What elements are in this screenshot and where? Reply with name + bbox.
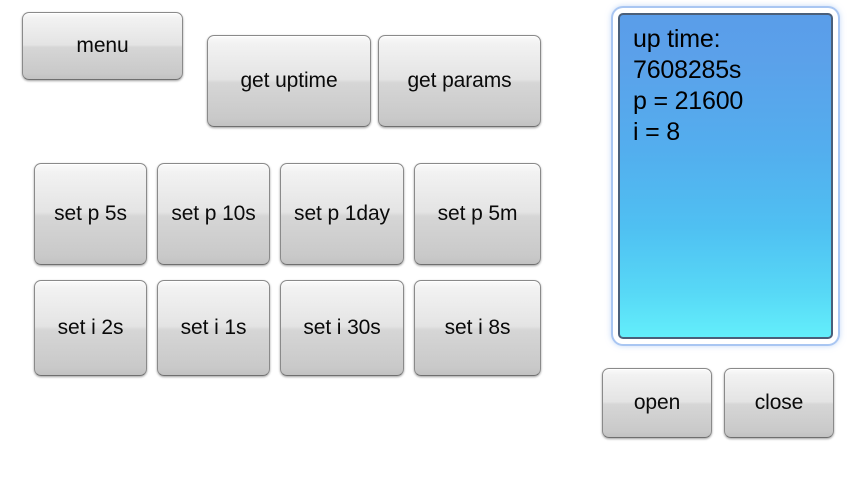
set-i-1s-button[interactable]: set i 1s [157, 280, 270, 376]
set-p-5m-button-label: set p 5m [437, 202, 518, 226]
set-i-8s-button[interactable]: set i 8s [414, 280, 541, 376]
set-i-2s-button[interactable]: set i 2s [34, 280, 147, 376]
get-params-button[interactable]: get params [378, 35, 541, 127]
close-button[interactable]: close [724, 368, 834, 438]
set-i-30s-button-label: set i 30s [303, 316, 381, 340]
set-p-5s-button-label: set p 5s [54, 202, 127, 226]
set-i-8s-button-label: set i 8s [444, 316, 511, 340]
set-p-5s-button[interactable]: set p 5s [34, 163, 147, 265]
get-uptime-button-label: get uptime [240, 69, 338, 93]
output-text-content[interactable]: up time: 7608285s p = 21600 i = 8 [618, 13, 833, 339]
open-button[interactable]: open [602, 368, 712, 438]
set-i-2s-button-label: set i 2s [57, 316, 124, 340]
menu-button-label: menu [76, 34, 129, 58]
set-p-10s-button-label: set p 10s [171, 202, 256, 226]
set-p-1day-button[interactable]: set p 1day [280, 163, 404, 265]
get-params-button-label: get params [407, 69, 512, 93]
output-line: up time: [633, 25, 721, 53]
output-text-panel[interactable]: up time: 7608285s p = 21600 i = 8 [615, 10, 836, 342]
set-p-5m-button[interactable]: set p 5m [414, 163, 541, 265]
set-i-1s-button-label: set i 1s [180, 316, 247, 340]
close-button-label: close [754, 391, 804, 415]
output-line: i = 8 [633, 118, 680, 146]
open-button-label: open [633, 391, 681, 415]
output-line: p = 21600 [633, 87, 744, 115]
get-uptime-button[interactable]: get uptime [207, 35, 371, 127]
set-p-10s-button[interactable]: set p 10s [157, 163, 270, 265]
set-p-1day-button-label: set p 1day [294, 202, 390, 226]
set-i-30s-button[interactable]: set i 30s [280, 280, 404, 376]
output-line: 7608285s [633, 56, 742, 84]
menu-button[interactable]: menu [22, 12, 183, 80]
